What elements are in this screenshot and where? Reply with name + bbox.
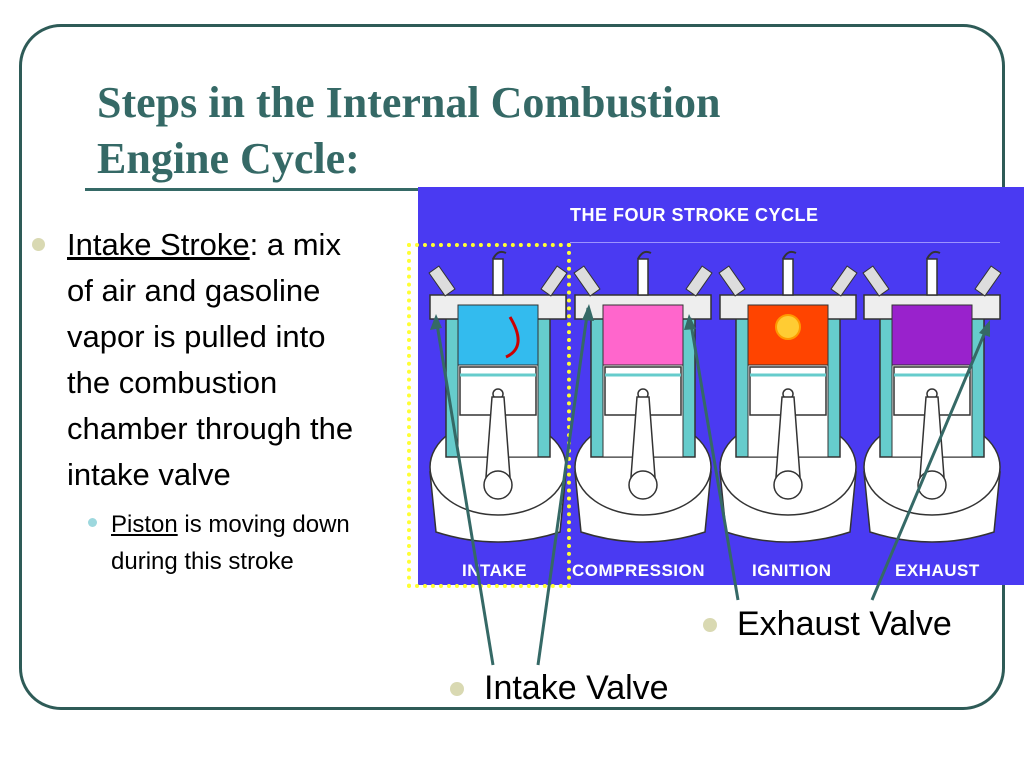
combustion-chamber-exhaust: [891, 304, 973, 366]
intake-valve-spring-exhaust: [862, 265, 890, 297]
crankshaft-exhaust: [917, 470, 947, 500]
diagram-title: THE FOUR STROKE CYCLE: [570, 205, 819, 225]
exhaust-valve-spring-compression: [685, 265, 713, 297]
diagram-title-rule: [570, 242, 1000, 243]
spark-plug-exhaust: [926, 258, 938, 296]
spark-plug-top-compression: [637, 250, 652, 260]
ignition-flame: [775, 314, 801, 340]
bullet-list: Intake Stroke: a mix of air and gasoline…: [32, 222, 372, 580]
bullet-intake-stroke: Intake Stroke: a mix of air and gasoline…: [32, 222, 372, 498]
spark-plug-top-ignition: [782, 250, 797, 260]
callout-exhaust-label: Exhaust Valve: [737, 605, 952, 643]
piston-text: is moving down during this stroke: [111, 511, 350, 575]
exhaust-valve-spring-ignition: [830, 265, 858, 297]
bullet-piston: Piston is moving down during this stroke: [88, 506, 356, 580]
intake-flow-arrow: [505, 316, 520, 359]
spark-plug-ignition: [782, 258, 794, 296]
crankshaft-compression: [628, 470, 658, 500]
intake-stroke-text: : a mix of air and gasoline vapor is pul…: [67, 227, 354, 492]
combustion-chamber-compression: [602, 304, 684, 366]
exhaust-valve-spring-exhaust: [974, 265, 1002, 297]
spark-plug-intake: [492, 258, 504, 296]
intake-valve-spring-compression: [573, 265, 601, 297]
intake-highlight-box: [407, 243, 571, 588]
piston-term: Piston: [111, 511, 178, 538]
stage-label-ignition: IGNITION: [752, 561, 832, 580]
intake-stroke-term: Intake Stroke: [67, 227, 250, 262]
exhaust-valve-spring-intake: [540, 265, 568, 297]
spark-plug-top-intake: [492, 250, 507, 260]
callout-intake-label: Intake Valve: [484, 669, 669, 707]
callout-dot-icon: [703, 618, 717, 632]
bullet-dot-icon: [32, 238, 45, 251]
intake-valve-spring-intake: [428, 265, 456, 297]
callout-dot-icon: [450, 682, 464, 696]
slide-title: Steps in the Internal Combustion Engine …: [97, 78, 721, 183]
intake-valve-spring-ignition: [718, 265, 746, 297]
crankshaft-ignition: [773, 470, 803, 500]
spark-plug-compression: [637, 258, 649, 296]
title-underline: [85, 188, 430, 191]
sub-bullet-dot-icon: [88, 518, 97, 527]
stage-label-compression: COMPRESSION: [572, 561, 706, 580]
spark-plug-top-exhaust: [926, 250, 941, 260]
